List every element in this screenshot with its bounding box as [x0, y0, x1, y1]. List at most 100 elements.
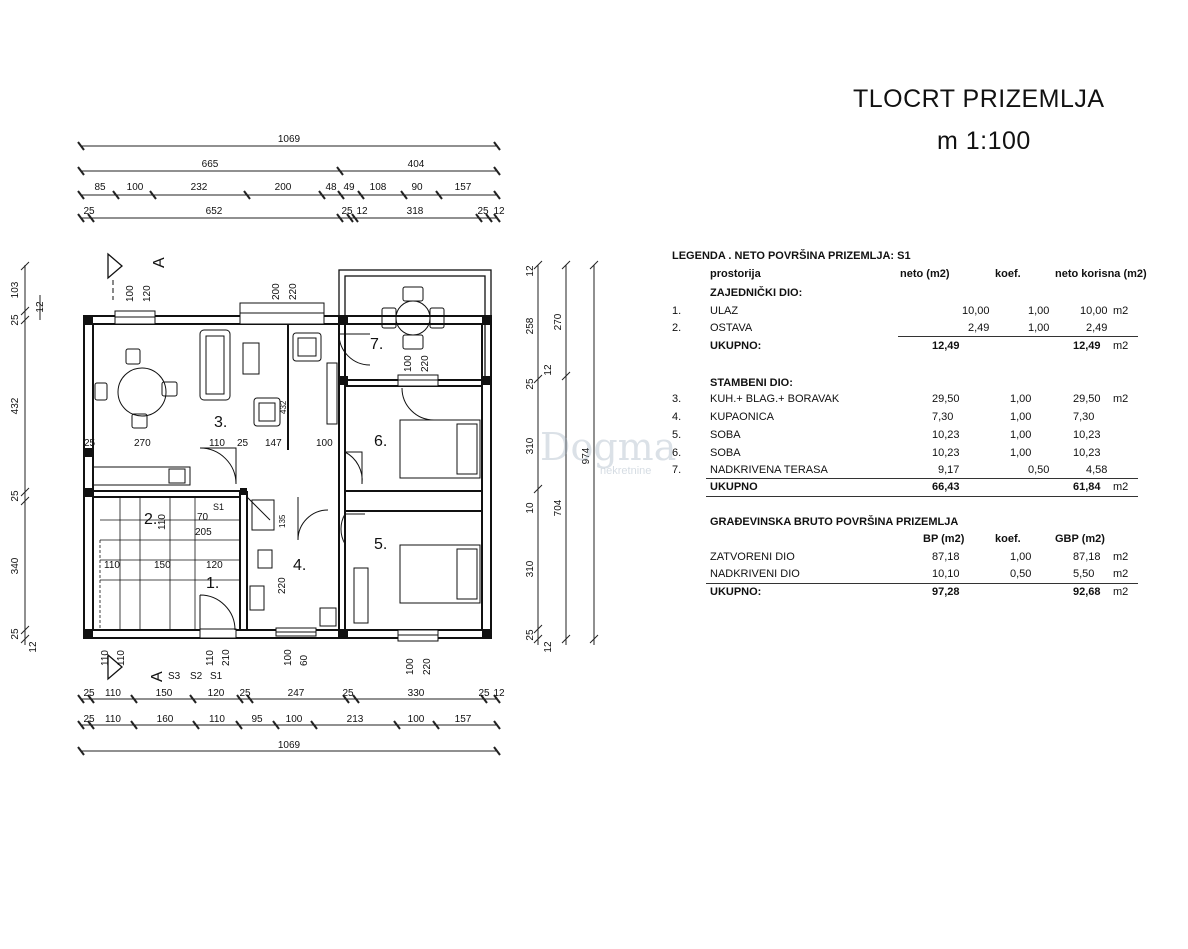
- section-label-top: A: [151, 257, 168, 268]
- total-useful: 12,49: [1073, 340, 1101, 352]
- dim-top4-c: 25: [341, 206, 353, 217]
- dim-right-310b: 310: [525, 560, 536, 577]
- dim-top-404: 404: [408, 159, 425, 170]
- dim-top4-g: 12: [493, 206, 505, 217]
- label-135: 135: [278, 514, 287, 528]
- living-heading: STAMBENI DIO:: [670, 377, 1140, 393]
- room-4: 4.: [293, 557, 306, 574]
- dim-left-25b: 25: [10, 490, 21, 502]
- dim-top4-e: 318: [407, 206, 424, 217]
- dim-bot2-i: 157: [455, 714, 472, 725]
- dimension-labels-top: 1069 665 404 85 100 232 200 48 49 108 90…: [83, 134, 505, 217]
- row-unit: m2: [1113, 551, 1129, 563]
- window-terrace-a: 100: [403, 355, 414, 372]
- total-gbp: 92,68: [1073, 586, 1101, 598]
- window-bath-b: 60: [299, 654, 310, 666]
- gross-header-row: BP (m2) koef. GBP (m2): [670, 533, 1140, 549]
- stair-s2: S2: [190, 671, 203, 682]
- floor-plan: 1069 665 404 85 100 232 200 48 49 108 90…: [10, 134, 599, 756]
- inner-dim-e: 100: [316, 438, 333, 449]
- dim-left-103: 103: [10, 281, 21, 298]
- dim-right-258: 258: [525, 317, 536, 334]
- dim-top3-f: 49: [343, 182, 355, 193]
- gross-row: ZATVORENI DIO 87,18 1,00 87,18 m2: [670, 551, 1140, 567]
- row-net: 10,23: [932, 429, 960, 441]
- row-useful: 2,49: [1086, 322, 1108, 334]
- room-6: 6.: [374, 433, 387, 450]
- row-num: 7.: [672, 464, 682, 476]
- doors: [199, 333, 435, 631]
- common-row: 1. ULAZ 10,00 1,00 10,00 m2: [670, 305, 1140, 321]
- dim-right-270: 270: [553, 313, 564, 330]
- row-coef: 0,50: [1010, 568, 1032, 580]
- dim-right-12a: 12: [525, 265, 536, 277]
- row-coef: 1,00: [1010, 429, 1032, 441]
- dim-left-25c: 25: [10, 628, 21, 640]
- label-s1: S1: [213, 502, 224, 512]
- common-heading-text: ZAJEDNIČKI DIO:: [710, 287, 803, 299]
- total-useful: 61,84: [1073, 481, 1101, 493]
- row-num: 4.: [672, 411, 682, 423]
- dim-bot1-h: 330: [408, 688, 425, 699]
- row-num: 3.: [672, 393, 682, 405]
- stair-s3: S3: [168, 671, 181, 682]
- header-gbp: GBP (m2): [1055, 533, 1105, 545]
- room-numbers: 1. 2. 3. 4. 5. 6. 7.: [144, 336, 387, 592]
- row-name: SOBA: [710, 447, 741, 459]
- windows: [114, 302, 439, 642]
- total-label: UKUPNO:: [710, 586, 762, 598]
- total-unit: m2: [1113, 340, 1129, 352]
- furniture-living: [94, 329, 338, 429]
- dim-bot1-i: 25: [478, 688, 490, 699]
- dim-bot1-f: 247: [288, 688, 305, 699]
- plan-scale: m 1:100: [937, 127, 1031, 155]
- inner-dim-lower-a: 110: [104, 560, 120, 571]
- header-bp: BP (m2): [923, 533, 965, 545]
- dim-top-665: 665: [202, 159, 219, 170]
- row-net: 10,23: [932, 447, 960, 459]
- row-coef: 1,00: [1028, 322, 1050, 334]
- dim-top4-a: 25: [83, 206, 95, 217]
- window-top-left-b: 120: [142, 285, 153, 302]
- total-unit: m2: [1113, 586, 1129, 598]
- dim-bot1-d: 120: [208, 688, 225, 699]
- gross-total-row: UKUPNO: 97,28 92,68 m2: [670, 586, 1140, 602]
- row-gbp: 87,18: [1073, 551, 1101, 563]
- rule-line: [706, 496, 1138, 497]
- rule-line: [706, 583, 1138, 584]
- row-name: KUPAONICA: [710, 411, 774, 423]
- dim-top4-d: 12: [356, 206, 368, 217]
- window-bottom-a: 100: [405, 658, 416, 675]
- dim-left-12b: 12: [28, 641, 39, 653]
- dim-bot2-e: 95: [251, 714, 263, 725]
- dim-bot1-e: 25: [239, 688, 251, 699]
- dim-left-25a: 25: [10, 314, 21, 326]
- gross-heading: GRAĐEVINSKA BRUTO POVRŠINA PRIZEMLJA: [670, 516, 1140, 532]
- rule-line: [706, 478, 1138, 479]
- dim-bot1-g: 25: [342, 688, 354, 699]
- total-bp: 97,28: [932, 586, 960, 598]
- dim-bot2-b: 110: [105, 714, 121, 725]
- row-net: 10,00: [962, 305, 990, 317]
- section-label-bottom: A: [149, 671, 166, 682]
- row-net: 2,49: [968, 322, 990, 334]
- dim-right-25b: 25: [525, 629, 536, 641]
- dim-top3-c: 232: [191, 182, 208, 193]
- window-top-left-a: 100: [125, 285, 136, 302]
- dim-right-310a: 310: [525, 437, 536, 454]
- dim-top3-a: 85: [94, 182, 106, 193]
- inner-dim-lower-c: 120: [206, 560, 223, 571]
- dim-bot2-d: 110: [209, 714, 225, 725]
- row-num: 6.: [672, 447, 682, 459]
- total-label: UKUPNO: [710, 481, 758, 493]
- header-coef: koef.: [995, 268, 1021, 280]
- dim-left-340: 340: [10, 557, 21, 574]
- window-top-mid-b: 220: [288, 283, 299, 300]
- row-bp: 10,10: [932, 568, 960, 580]
- row-useful: 10,00: [1080, 305, 1108, 317]
- dimension-labels-bottom: 25 110 150 120 25 247 25 330 25 12 25 11…: [83, 688, 505, 751]
- header-net: neto (m2): [900, 268, 950, 280]
- living-total-row: UKUPNO 66,43 61,84 m2: [670, 481, 1140, 497]
- label-432: 432: [279, 400, 288, 414]
- row-name: ZATVORENI DIO: [710, 551, 795, 563]
